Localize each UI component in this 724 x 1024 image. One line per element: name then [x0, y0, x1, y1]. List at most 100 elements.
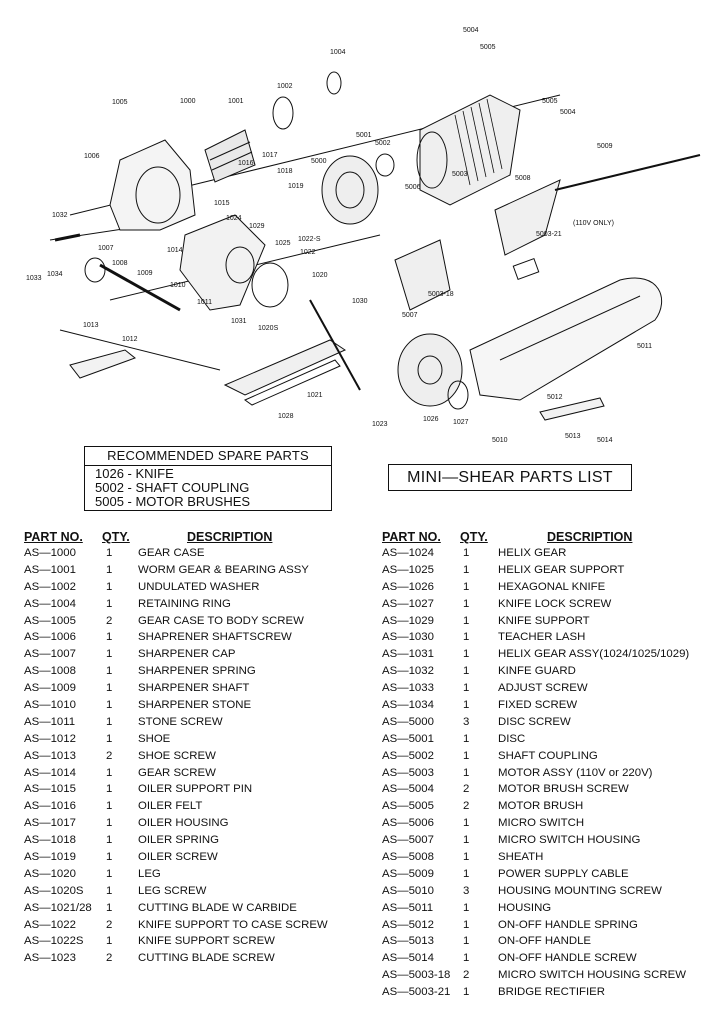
- callout-1004: 1004: [330, 49, 346, 56]
- part-number-cell: AS—1020S: [24, 884, 84, 897]
- part-number-cell: AS—1019: [24, 851, 76, 864]
- quantity-cell: 1: [463, 834, 470, 847]
- callout-5006: 5006: [405, 184, 421, 191]
- part-number-cell: AS—5003-21: [382, 986, 451, 999]
- callout-1008: 1008: [112, 260, 128, 267]
- part-number-cell: AS—1025: [382, 563, 434, 576]
- quantity-cell: 1: [106, 699, 113, 712]
- callout-1015: 1015: [214, 200, 230, 207]
- callout-1032: 1032: [52, 212, 68, 219]
- part-number-cell: AS—1021/28: [24, 901, 92, 914]
- part-number-cell: AS—1017: [24, 817, 76, 830]
- quantity-cell: 1: [106, 732, 113, 745]
- callout-1007: 1007: [98, 245, 114, 252]
- description-cell: TEACHER LASH: [498, 631, 586, 644]
- description-cell: FIXED SCREW: [498, 699, 578, 712]
- description-cell: MICRO SWITCH HOUSING SCREW: [498, 969, 686, 982]
- quantity-cell: 1: [106, 867, 113, 880]
- part-number-cell: AS—1007: [24, 648, 76, 661]
- quantity-cell: 3: [463, 715, 470, 728]
- callout-5005-top: 5005: [480, 44, 496, 51]
- description-cell: KINFE GUARD: [498, 665, 576, 678]
- part-number-cell: AS—5003: [382, 766, 434, 779]
- callout-1010: 1010: [170, 282, 186, 289]
- quantity-cell: 2: [106, 614, 113, 627]
- part-number-cell: AS—1008: [24, 665, 76, 678]
- callout-1016: 1016: [238, 160, 254, 167]
- description-cell: OILER SCREW: [138, 851, 218, 864]
- description-cell: SHEATH: [498, 851, 544, 864]
- callout-5012: 5012: [547, 394, 563, 401]
- callout-1031: 1031: [231, 318, 247, 325]
- quantity-cell: 1: [463, 580, 470, 593]
- callout-5004-top: 5004: [463, 27, 479, 34]
- quantity-cell: 1: [106, 682, 113, 695]
- callout-5005: 5005: [542, 98, 558, 105]
- spare-parts-title: RECOMMENDED SPARE PARTS: [85, 447, 331, 466]
- part-number-cell: AS—1015: [24, 783, 76, 796]
- quantity-cell: 1: [106, 597, 113, 610]
- callout-5003-18: 5003-18: [428, 291, 454, 298]
- part-number-cell: AS—1009: [24, 682, 76, 695]
- quantity-cell: 1: [106, 800, 113, 813]
- table-row: AS—5003-21 1 BRIDGE RECTIFIER: [382, 986, 712, 1003]
- spare-part-item: 5005 - MOTOR BRUSHES: [95, 494, 251, 509]
- description-cell: BRIDGE RECTIFIER: [498, 986, 605, 999]
- description-cell: CUTTING BLADE SCREW: [138, 952, 275, 965]
- description-cell: WORM GEAR & BEARING ASSY: [138, 563, 309, 576]
- callout-1022: 1022: [300, 249, 316, 256]
- motor-shape: [419, 94, 521, 206]
- spare-part-item: 1026 - KNIFE: [95, 466, 174, 481]
- quantity-cell: 2: [106, 749, 113, 762]
- quantity-cell: 1: [463, 901, 470, 914]
- part-number-cell: AS—1002: [24, 580, 76, 593]
- quantity-cell: 1: [463, 918, 470, 931]
- quantity-cell: 1: [463, 867, 470, 880]
- part-number-cell: AS—5012: [382, 918, 434, 931]
- callout-5014: 5014: [597, 437, 613, 444]
- knife-support-shape: [179, 214, 266, 311]
- quantity-cell: 1: [463, 986, 470, 999]
- part-number-cell: AS—5010: [382, 884, 434, 897]
- part-number-cell: AS—1020: [24, 867, 76, 880]
- description-cell: MOTOR BRUSH: [498, 800, 584, 813]
- part-number-cell: AS—1000: [24, 547, 76, 559]
- undulated-washer-shape: [272, 96, 294, 130]
- part-number-cell: AS—1001: [24, 563, 76, 576]
- quantity-cell: 2: [463, 783, 470, 796]
- table-row: AS—1020 1 LEG: [24, 868, 364, 885]
- description-cell: DISC SCREW: [498, 715, 571, 728]
- quantity-cell: 1: [463, 732, 470, 745]
- quantity-cell: 1: [463, 935, 470, 948]
- part-number-cell: AS—1012: [24, 732, 76, 745]
- quantity-cell: 1: [463, 851, 470, 864]
- callout-5002: 5002: [375, 140, 391, 147]
- callout-5010: 5010: [492, 437, 508, 444]
- part-number-cell: AS—1014: [24, 766, 76, 779]
- table-header: PART NO. QTY. DESCRIPTION: [382, 530, 712, 547]
- description-cell: LEG: [138, 867, 161, 880]
- part-number-cell: AS—1030: [382, 631, 434, 644]
- description-cell: MICRO SWITCH: [498, 817, 585, 830]
- description-cell: SHARPENER STONE: [138, 699, 252, 712]
- header-description: DESCRIPTION: [187, 530, 273, 544]
